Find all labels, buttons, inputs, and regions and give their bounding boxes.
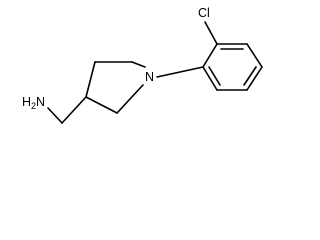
- bond-c5-n1: [116, 84, 144, 114]
- bond-ar2-cl: [204, 21, 218, 45]
- bond-c2-n1: [131, 61, 146, 68]
- double-bond-inner-2: [243, 66, 257, 86]
- bond-ch2-nh2: [47, 107, 63, 124]
- amine-label: H2N: [22, 95, 45, 111]
- amine-nitrogen: N: [36, 95, 45, 109]
- bond-c3-c4: [85, 61, 96, 98]
- amine-hydrogen: H: [22, 95, 31, 109]
- bond-n1-aryl: [156, 66, 204, 78]
- chlorophenyl-ring: [202, 43, 263, 91]
- bond-ar4-ar5: [246, 66, 263, 91]
- molecule-structure: N Cl H2N: [22, 6, 263, 124]
- bond-c4-c5: [85, 96, 118, 114]
- bond-ar6-ar1: [202, 66, 218, 91]
- bond-ar1-ar2: [202, 43, 218, 68]
- double-bond-inner-3: [208, 66, 221, 86]
- ring-nitrogen-label: N: [145, 70, 154, 84]
- pyrrolidine-ring: [85, 61, 146, 114]
- bond-c4-ch2: [61, 96, 87, 124]
- bond-ar3-ar4: [246, 43, 263, 68]
- amine-subscript: 2: [31, 101, 36, 111]
- chlorine-label: Cl: [198, 6, 210, 20]
